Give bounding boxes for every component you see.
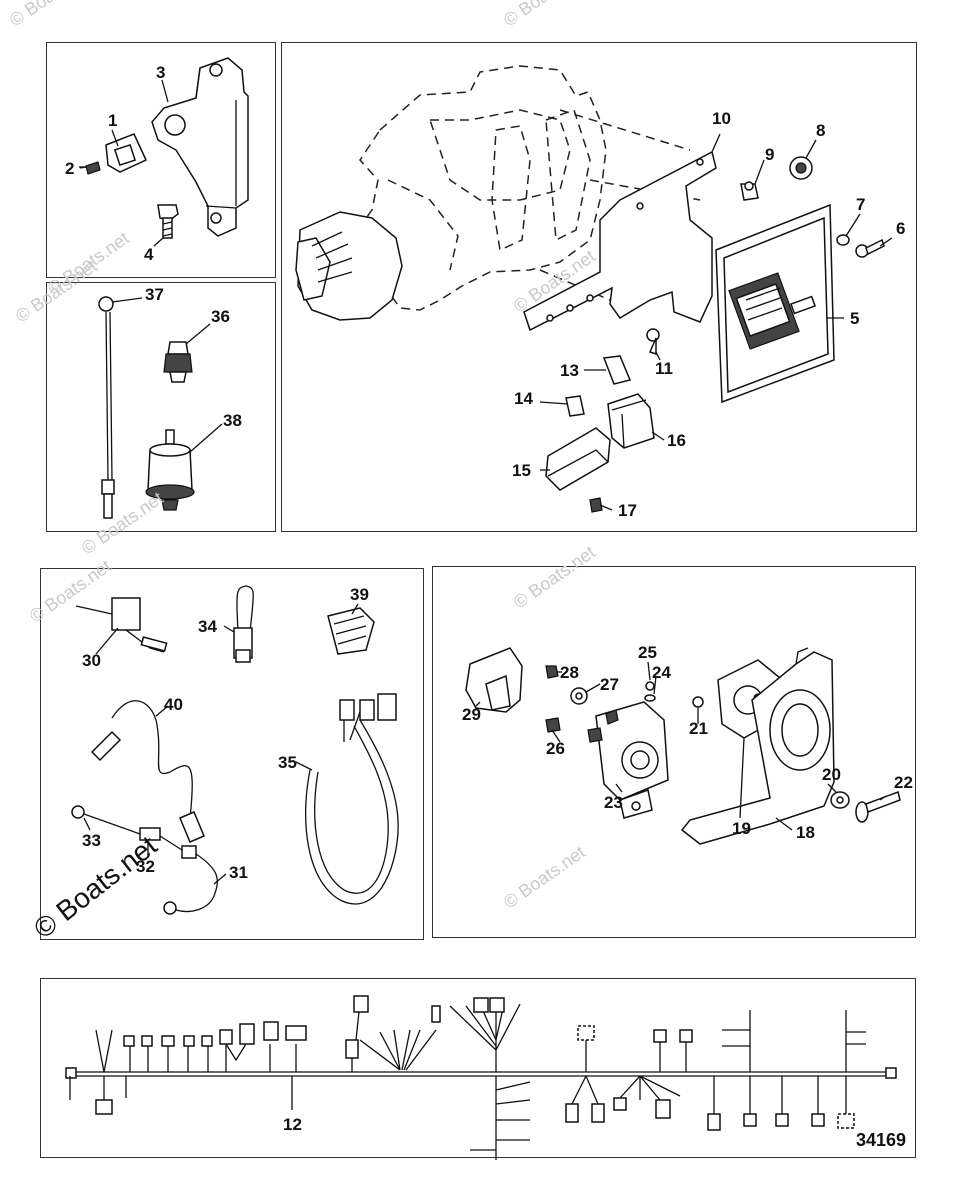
relay-16-drawing	[607, 393, 655, 449]
callout-8: 8	[816, 121, 826, 140]
sensor-30-drawing	[75, 597, 168, 653]
callout-39: 39	[350, 585, 369, 604]
grommet-8-drawing	[789, 156, 813, 180]
pressure-switch-36-drawing	[163, 341, 193, 383]
panel-solenoid-parts	[432, 566, 916, 938]
callout-12: 12	[283, 1115, 302, 1134]
callout-30: 30	[82, 651, 101, 670]
callout-38: 38	[223, 411, 242, 430]
screw-26-drawing	[545, 717, 561, 733]
fuse-cover-15-drawing	[545, 427, 611, 491]
bolt-22-drawing	[855, 791, 901, 823]
bushing-1-drawing	[105, 133, 147, 173]
callout-35: 35	[278, 753, 297, 772]
bracket-29-drawing	[465, 647, 523, 713]
nut-25-24-drawing	[644, 681, 656, 702]
relay-bracket-13-drawing	[602, 355, 632, 385]
harness-35-drawing	[305, 693, 399, 905]
screw-2-drawing	[79, 161, 101, 175]
callout-27: 27	[600, 675, 619, 694]
knock-sensor-37-drawing	[98, 296, 115, 519]
callout-11: 11	[655, 359, 673, 378]
panel-sensors	[46, 282, 276, 532]
ecm-module-5-drawing	[715, 203, 835, 404]
callout-23: 23	[604, 793, 623, 812]
callout-20: 20	[822, 765, 841, 784]
callout-2: 2	[65, 159, 75, 178]
bracket-3-drawing	[151, 57, 249, 237]
callout-40: 40	[164, 695, 183, 714]
callout-32: 32	[136, 857, 155, 876]
engine-harness-12-drawing	[65, 995, 897, 1160]
nut-27-drawing	[570, 687, 588, 705]
mounting-bracket-10-drawing	[523, 150, 717, 332]
solenoid-23-drawing	[587, 701, 669, 819]
callout-22: 22	[894, 773, 913, 792]
callout-26: 26	[546, 739, 565, 758]
washer-7-drawing	[836, 234, 850, 246]
callout-28: 28	[560, 663, 579, 682]
reference-number: 34169	[856, 1130, 907, 1150]
battery-cable-33-31-32-drawing	[71, 805, 218, 915]
callout-4: 4	[144, 245, 154, 264]
callout-36: 36	[211, 307, 230, 326]
callout-24: 24	[652, 663, 671, 682]
callout-37: 37	[145, 285, 164, 304]
washer-20-drawing	[830, 791, 850, 809]
screw-4-drawing	[157, 204, 179, 239]
spacer-9-drawing	[740, 181, 759, 201]
engine-outline	[295, 65, 701, 321]
clip-14-drawing	[565, 395, 585, 417]
mounting-bracket-18-drawing	[680, 647, 835, 845]
callout-10: 10	[712, 109, 731, 128]
screw-28-drawing	[545, 665, 559, 679]
callout-21: 21	[689, 719, 708, 738]
callout-13: 13	[560, 361, 579, 380]
connector-39-drawing	[327, 607, 375, 655]
callout-6: 6	[896, 219, 906, 238]
callout-29: 29	[462, 705, 481, 724]
callout-5: 5	[850, 309, 860, 328]
callout-34: 34	[198, 617, 217, 636]
callout-18: 18	[796, 823, 815, 842]
connector-loop-34-drawing	[233, 585, 254, 663]
callout-1: 1	[108, 111, 118, 130]
callout-25: 25	[638, 643, 657, 662]
callout-3: 3	[156, 63, 166, 82]
jumper-harness-40-drawing	[90, 700, 205, 843]
callout-9: 9	[765, 145, 775, 164]
callout-16: 16	[667, 431, 686, 450]
callout-33: 33	[82, 831, 101, 850]
callout-19: 19	[732, 819, 751, 838]
callout-17: 17	[618, 501, 637, 520]
oil-pressure-sender-38-drawing	[145, 429, 195, 511]
callout-31: 31	[229, 863, 248, 882]
fuse-17-drawing	[589, 497, 603, 513]
nut-21-drawing	[692, 696, 704, 708]
callout-14: 14	[514, 389, 533, 408]
callout-7: 7	[856, 195, 866, 214]
callout-15: 15	[512, 461, 531, 480]
screw-11-drawing	[646, 328, 660, 356]
screw-6-drawing	[855, 238, 885, 258]
